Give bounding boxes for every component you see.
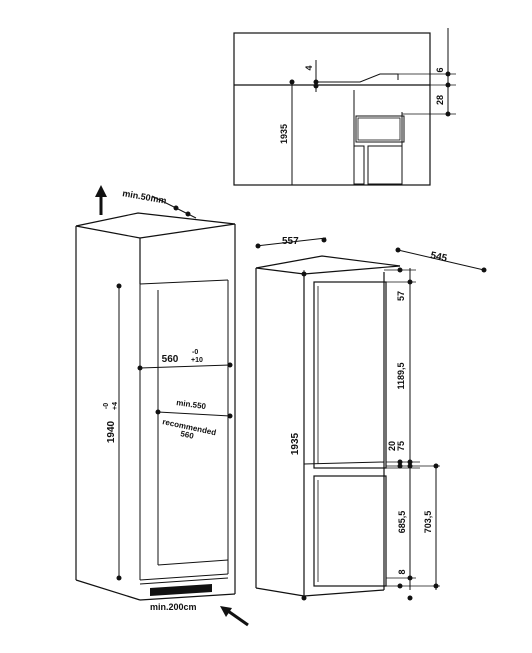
plinth-vent-slot (150, 584, 212, 596)
niche-dot (185, 211, 191, 217)
detail-label-4: 4 (304, 65, 314, 70)
fridge-dot (255, 243, 261, 249)
fridge-dot (321, 237, 327, 243)
fridge-top-front (303, 265, 401, 275)
niche-opening-top (139, 279, 229, 285)
niche-min-width-label: min.550 (176, 398, 207, 411)
fridge-dot (407, 279, 413, 285)
niche-height-tol: +4 (112, 402, 119, 410)
niche-dot (137, 365, 143, 371)
detail-hinge-outline (316, 73, 399, 83)
detail-label-6: 6 (435, 67, 445, 72)
fridge-dot (433, 463, 439, 469)
niche-top-front-edge-left (75, 225, 141, 239)
niche-bottom-left (75, 579, 141, 601)
fridge-dot (407, 595, 413, 601)
fridge-dot (397, 267, 403, 273)
niche-dot (116, 283, 122, 289)
niche-view: 1940 -0 +4 560 -0 +10 min.550 recommende… (75, 185, 249, 627)
detail-hinge-block (353, 145, 365, 185)
fridge-width-label: 557 (282, 236, 299, 247)
fridge-label-75: 75 (396, 441, 406, 451)
detail-label-28: 28 (435, 95, 445, 105)
fridge-dot (301, 595, 307, 601)
fridge-depth-label: 545 (429, 250, 448, 264)
niche-recommended-value: 560 (180, 429, 195, 441)
detail-dot (445, 82, 451, 88)
fridge-top-back (255, 255, 401, 269)
fridge-height-label: 1935 (290, 432, 301, 455)
fridge-width-dim-line (255, 237, 327, 247)
fridge-bottom-door (313, 475, 387, 587)
detail-label-1935: 1935 (279, 124, 289, 144)
detail-panel-inner (357, 117, 401, 141)
fridge-depth-dim-line (397, 249, 485, 271)
detail-frame (233, 32, 431, 186)
detail-dot (313, 83, 319, 89)
niche-dot (155, 409, 161, 415)
fridge-mid-line (303, 461, 385, 465)
niche-dot (116, 575, 122, 581)
fridge-dot (301, 271, 307, 277)
fridge-bottom-left (255, 587, 305, 597)
fridge-view: 557 545 1935 (255, 236, 487, 601)
niche-height-label: 1940 (106, 420, 117, 443)
fridge-bottom-front (303, 589, 385, 597)
fridge-label-703-5: 703,5 (423, 511, 433, 534)
vent-up-arrow-icon (95, 185, 107, 197)
fridge-label-20: 20 (387, 441, 397, 451)
detail-compartment (367, 145, 403, 185)
niche-opening-bottom (139, 573, 229, 581)
niche-top-front-edge-right (139, 223, 236, 239)
niche-dot (227, 413, 233, 419)
detail-dot (445, 111, 451, 117)
detail-view: 4 6 28 1935 (233, 28, 456, 186)
fridge-dot (397, 459, 403, 465)
niche-top-slab-hidden (76, 220, 235, 284)
niche-dot (173, 205, 179, 211)
niche-height-tol-zero: -0 (103, 403, 110, 409)
fridge-label-57: 57 (396, 291, 406, 301)
fridge-dot (407, 459, 413, 465)
fridge-top-door (313, 281, 387, 469)
niche-plinth-top (139, 577, 229, 585)
detail-panel (355, 115, 405, 143)
fridge-dot (397, 583, 403, 589)
niche-width-tol-top: -0 (192, 349, 198, 356)
vent-in-arrow-icon (220, 606, 232, 617)
detail-dot (289, 79, 295, 85)
fridge-dot (481, 267, 487, 273)
niche-width-dim-line (139, 364, 231, 369)
niche-width-tol-bottom: +10 (191, 357, 203, 364)
fridge-label-685-5: 685,5 (397, 511, 407, 534)
vent-top-label: min.50mm (122, 188, 168, 206)
niche-min-width-dim-line (157, 411, 231, 417)
detail-dot (445, 71, 451, 77)
fridge-dot (433, 583, 439, 589)
fridge-label-1189-5: 1189,5 (396, 362, 406, 389)
fridge-top-left (255, 267, 305, 275)
niche-dot (227, 362, 233, 368)
vent-bottom-label: min.200cm (150, 602, 197, 612)
niche-width-label: 560 (162, 354, 179, 365)
fridge-label-8: 8 (397, 569, 407, 574)
fridge-dot (407, 575, 413, 581)
niche-floor-back (157, 559, 229, 566)
vent-in-arrow-shaft (227, 609, 249, 627)
detail-dot (313, 79, 319, 85)
fridge-dot (395, 247, 401, 253)
niche-bottom-front (139, 593, 236, 601)
niche-top-back-edge (75, 212, 236, 227)
